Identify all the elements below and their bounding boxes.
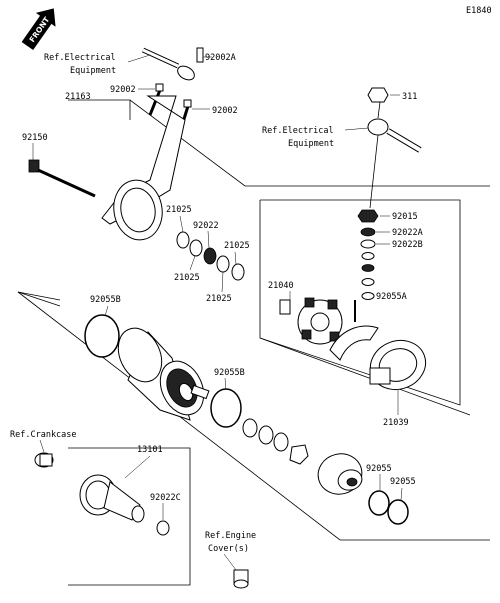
bolt-92150 bbox=[28, 159, 96, 198]
ref-electrical-equipment-2-sub: Equipment bbox=[288, 139, 334, 149]
oring-92055A bbox=[361, 292, 375, 300]
plug-crankcase bbox=[34, 452, 54, 468]
label-92055B-a: 92055B bbox=[90, 295, 121, 305]
washer-stack-c bbox=[361, 278, 375, 286]
label-21039: 21039 bbox=[383, 418, 409, 428]
starter-clutch-gear bbox=[79, 474, 145, 523]
oring-92055-b bbox=[387, 499, 409, 525]
label-92022C: 92022C bbox=[150, 493, 181, 503]
washer-stack-a bbox=[361, 252, 375, 260]
diagram-code: E1840 bbox=[466, 6, 492, 16]
ref-crankcase: Ref.Crankcase bbox=[10, 430, 77, 440]
ref-engine: Ref.Engine bbox=[205, 531, 256, 541]
front-arrow-icon: FRONT bbox=[21, 8, 56, 51]
washers-21025-group bbox=[176, 231, 245, 281]
oring-92055B-a bbox=[84, 314, 120, 358]
label-311: 311 bbox=[402, 92, 417, 102]
oring-92055B-b bbox=[210, 388, 242, 428]
label-92055-b: 92055 bbox=[390, 477, 416, 487]
label-92150: 92150 bbox=[22, 133, 48, 143]
washer-92022B bbox=[360, 239, 376, 249]
assembly-outline bbox=[17, 99, 490, 586]
oring-92055-a bbox=[368, 490, 390, 516]
label-92055-a: 92055 bbox=[366, 464, 392, 474]
ref-electrical-equipment-1-sub: Equipment bbox=[70, 66, 116, 76]
label-21025-a: 21025 bbox=[166, 205, 192, 215]
label-92022: 92022 bbox=[193, 221, 219, 231]
label-21025-c: 21025 bbox=[174, 273, 200, 283]
motor-body bbox=[117, 327, 210, 421]
brush-holder bbox=[279, 297, 379, 361]
ref-electrical-equipment-2: Ref.Electrical bbox=[262, 126, 334, 136]
starter-bracket bbox=[101, 95, 186, 241]
armature-washers bbox=[242, 418, 309, 465]
label-92022A: 92022A bbox=[392, 228, 423, 238]
washer-92022C bbox=[156, 520, 170, 536]
label-92002-a: 92002 bbox=[110, 85, 136, 95]
label-92015: 92015 bbox=[392, 212, 418, 222]
washer-92022A bbox=[360, 227, 376, 237]
label-21025-d: 21025 bbox=[206, 294, 232, 304]
label-92022B: 92022B bbox=[392, 240, 423, 250]
label-92055B-b: 92055B bbox=[214, 368, 245, 378]
label-21163: 21163 bbox=[65, 92, 91, 102]
label-13101: 13101 bbox=[137, 445, 163, 455]
label-92055A: 92055A bbox=[376, 292, 407, 302]
ref-engine-covers: Cover(s) bbox=[208, 544, 249, 554]
washer-stack-b bbox=[361, 264, 375, 272]
ref-electrical-equipment-1: Ref.Electrical bbox=[44, 53, 116, 63]
starter-cable bbox=[141, 47, 204, 81]
label-92002-b: 92002 bbox=[212, 106, 238, 116]
nut-92015 bbox=[357, 209, 379, 223]
label-92002A: 92002A bbox=[205, 53, 236, 63]
starter-cable-right bbox=[367, 101, 422, 209]
label-21040: 21040 bbox=[268, 281, 294, 291]
plug-engine-cover bbox=[233, 569, 249, 589]
label-21025-b: 21025 bbox=[224, 241, 250, 251]
nut-311 bbox=[367, 87, 389, 103]
front-cover bbox=[317, 453, 363, 495]
bolt-92002-a bbox=[148, 83, 164, 116]
end-cover bbox=[369, 339, 427, 391]
